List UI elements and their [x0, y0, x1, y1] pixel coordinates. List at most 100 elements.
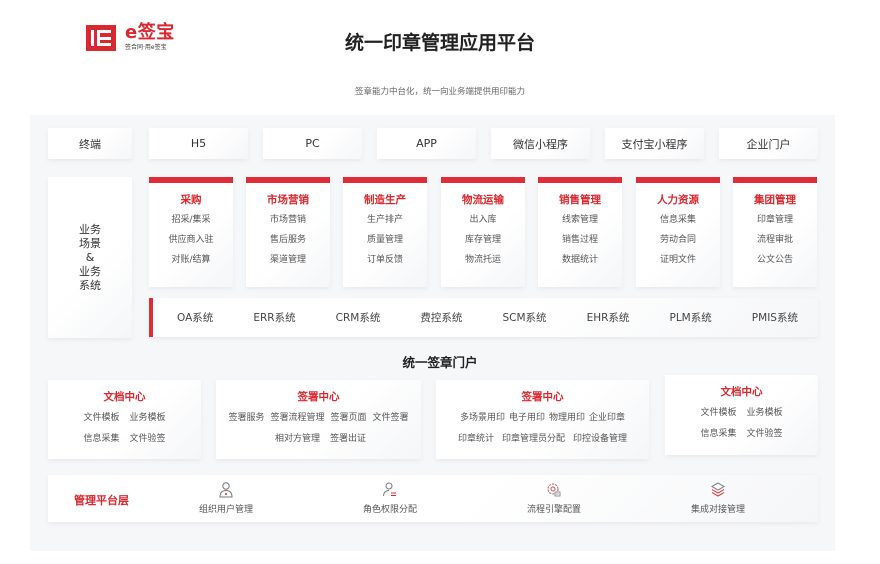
- system-err: ERR系统: [253, 312, 296, 324]
- feature-role-permission: 角色权限分配: [330, 481, 450, 515]
- system-expense: 费控系统: [420, 312, 463, 324]
- portal-document-center: 文档中心 文件模板 业务模板 信息采集 文件验签: [48, 380, 201, 459]
- scenario-title: 销售管理: [559, 194, 601, 206]
- portal-signing-center: 签署中心 签署服务 签署流程管理 签署页面 文件签署 相对方管理 签署出证: [216, 380, 421, 459]
- scenario-card-group-management: 集团管理 印章管理 流程审批 公文公告: [733, 177, 817, 287]
- scenario-item: 招采/集采: [171, 215, 211, 225]
- logo-mark-icon: [86, 25, 116, 51]
- scenario-title: 人力资源: [657, 194, 699, 206]
- feature-label: 角色权限分配: [362, 505, 417, 515]
- center-item: 业务模板: [129, 413, 166, 423]
- center-item: 文件模板: [83, 413, 120, 423]
- scenario-title: 制造生产: [364, 194, 406, 206]
- scenario-item: 供应商入驻: [168, 235, 214, 245]
- terminal-app: APP: [377, 128, 476, 159]
- system-scm: SCM系统: [502, 312, 547, 324]
- system-plm: PLM系统: [669, 312, 712, 324]
- center-item: 企业印章: [589, 413, 626, 423]
- center-item: 业务模板: [746, 408, 783, 418]
- center-item: 多场景用印: [459, 413, 505, 423]
- scenario-card-sales: 销售管理 线索管理 销售过程 数据统计: [538, 177, 622, 287]
- scenario-item: 流程审批: [756, 235, 793, 245]
- brand-logo: e签宝 签合同·用e签宝: [86, 24, 175, 52]
- scenario-item: 物流托运: [464, 255, 501, 265]
- page-subtitle: 签章能力中台化，统一向业务端提供用印能力: [354, 87, 525, 97]
- side-label-line: 系统: [79, 278, 101, 292]
- scenario-card-manufacturing: 制造生产 生产排产 质量管理 订单反馈: [343, 177, 427, 287]
- scenario-item: 渠道管理: [269, 255, 306, 265]
- accent-bar: [149, 298, 153, 337]
- brand-tagline: 签合同·用e签宝: [125, 44, 167, 51]
- scenario-item: 订单反馈: [366, 255, 403, 265]
- scenario-item: 出入库: [469, 215, 497, 225]
- center-item: 文件签署: [372, 413, 409, 423]
- side-label-line: &: [85, 250, 95, 264]
- scenario-item: 质量管理: [366, 235, 403, 245]
- terminal-enterprise-portal: 企业门户: [719, 128, 818, 159]
- scenario-item: 库存管理: [464, 235, 501, 245]
- system-oa: OA系统: [177, 312, 214, 324]
- org-user-icon: [219, 482, 233, 498]
- center-title: 签署中心: [521, 391, 564, 403]
- feature-workflow-engine: 流程引擎配置: [494, 481, 614, 515]
- scenario-card-procurement: 采购 招采/集采 供应商入驻 对账/结算: [149, 177, 233, 287]
- scenario-item: 对账/结算: [171, 255, 211, 265]
- scenario-item: 销售过程: [561, 235, 598, 245]
- center-item: 电子用印: [508, 413, 545, 423]
- page-title: 统一印章管理应用平台: [344, 32, 535, 54]
- center-item: 文件模板: [700, 408, 737, 418]
- feature-org-user-management: 组织用户管理: [166, 481, 286, 515]
- scenario-item: 市场营销: [269, 215, 306, 225]
- terminal-label: 终端: [48, 128, 132, 159]
- feature-integration: 集成对接管理: [658, 481, 778, 515]
- terminal-alipay-miniprogram: 支付宝小程序: [605, 128, 704, 159]
- side-label-line: 业务: [79, 264, 101, 278]
- business-side-label: 业务 场景 & 业务 系统: [48, 177, 132, 338]
- scenario-title: 物流运输: [462, 194, 504, 206]
- system-pmis: PMIS系统: [751, 312, 798, 324]
- layers-icon: [711, 482, 725, 497]
- center-item: 签署流程管理: [270, 413, 325, 423]
- side-label-line: 业务: [79, 222, 101, 236]
- feature-label: 组织用户管理: [198, 505, 253, 515]
- terminal-wechat-miniprogram: 微信小程序: [491, 128, 590, 159]
- scenario-item: 印章管理: [756, 215, 793, 225]
- scenario-card-hr: 人力资源 信息采集 劳动合同 证明文件: [636, 177, 720, 287]
- terminal-h5: H5: [149, 128, 248, 159]
- portal-document-center-2: 文档中心 文件模板 业务模板 信息采集 文件验签: [665, 375, 818, 455]
- scenario-card-marketing: 市场营销 市场营销 售后服务 渠道管理: [246, 177, 330, 287]
- scenario-title: 集团管理: [754, 194, 796, 206]
- feature-label: 流程引擎配置: [526, 505, 581, 515]
- scenario-item: 劳动合同: [659, 235, 696, 245]
- center-item: 签署页面: [330, 413, 367, 423]
- center-item: 文件验签: [129, 434, 166, 444]
- system-ehr: EHR系统: [586, 312, 630, 324]
- center-item: 印控设备管理: [573, 434, 628, 444]
- management-platform-layer: 管理平台层 组织用户管理 角色权限分配 流程引擎配置: [48, 475, 818, 522]
- brand-name: e签宝: [125, 22, 175, 43]
- portal-title: 统一签章门户: [402, 355, 478, 370]
- scenario-title: 市场营销: [267, 194, 309, 206]
- center-item: 签署服务: [228, 413, 265, 423]
- center-item: 印章统计: [457, 434, 494, 444]
- center-item: 印章管理员分配: [501, 434, 565, 444]
- scenario-card-logistics: 物流运输 出入库 库存管理 物流托运: [441, 177, 525, 287]
- business-systems-bar: OA系统 ERR系统 CRM系统 费控系统 SCM系统 EHR系统 PLM系统 …: [149, 298, 818, 337]
- center-item: 物理用印: [549, 413, 586, 423]
- scenario-item: 售后服务: [269, 235, 306, 245]
- terminal-pc: PC: [263, 128, 362, 159]
- center-item: 相对方管理: [274, 434, 320, 444]
- workflow-gear-icon: [547, 483, 561, 497]
- scenario-item: 公文公告: [756, 255, 793, 265]
- center-title: 文档中心: [103, 391, 146, 403]
- scenario-item: 信息采集: [659, 215, 696, 225]
- center-item: 信息采集: [700, 429, 737, 439]
- management-label: 管理平台层: [74, 494, 129, 507]
- system-crm: CRM系统: [335, 312, 381, 324]
- side-label-line: 场景: [79, 236, 101, 250]
- scenario-item: 数据统计: [561, 255, 598, 265]
- scenario-item: 证明文件: [659, 255, 696, 265]
- center-item: 信息采集: [83, 434, 120, 444]
- center-title: 文档中心: [720, 386, 763, 398]
- center-title: 签署中心: [297, 391, 340, 403]
